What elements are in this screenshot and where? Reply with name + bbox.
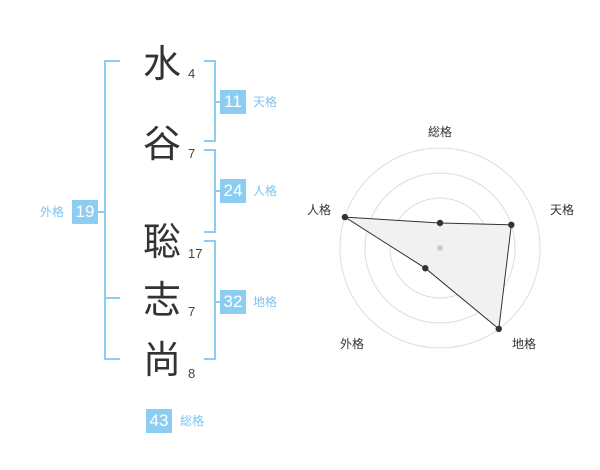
stroke-count-4: 7: [188, 304, 196, 319]
fortune-radar-chart: [339, 147, 541, 349]
jinkaku-connector: [214, 190, 220, 192]
stroke-count-3: 17: [188, 246, 203, 261]
stroke-count-1: 4: [188, 66, 196, 81]
radar-point: [495, 325, 502, 333]
chikaku-connector: [214, 301, 220, 303]
radar-label-tenkaku: 天格: [549, 203, 574, 217]
chikaku-badge: 32: [220, 290, 246, 314]
gaikaku-badge: 19: [72, 200, 98, 224]
tenkaku-badge: 11: [220, 90, 246, 114]
name-char-1: 水: [142, 42, 181, 86]
tenkaku-label: 天格: [253, 95, 278, 109]
stroke-count-2: 7: [188, 146, 196, 161]
radar-point: [341, 213, 349, 221]
radar-points: [341, 213, 515, 333]
name-char-3: 聡: [142, 220, 181, 264]
radar-grid-ring: [364, 172, 516, 324]
soukaku-badge: 43: [146, 409, 172, 433]
radar-point: [508, 221, 515, 229]
radar-label-gaikaku: 外格: [339, 337, 364, 351]
chikaku-label: 地格: [253, 295, 278, 309]
gaikaku-label: 外格: [40, 205, 65, 219]
radar-label-jinkaku: 人格: [306, 203, 331, 217]
stroke-count-5: 8: [188, 366, 196, 381]
radar-point: [436, 219, 444, 227]
radar-point: [422, 265, 429, 272]
name-char-4: 志: [142, 278, 181, 322]
chikaku-bracket: [204, 240, 216, 360]
jinkaku-badge: 24: [220, 179, 246, 203]
soukaku-label: 総格: [180, 414, 205, 428]
gaikaku-bracket: [104, 60, 120, 360]
radar-label-chikaku: 地格: [511, 337, 536, 351]
radar-area: [344, 216, 512, 330]
name-char-2: 谷: [142, 122, 181, 166]
jinkaku-label: 人格: [253, 184, 278, 198]
gaikaku-connector: [98, 211, 106, 213]
radar-label-soukaku: 総格: [427, 125, 452, 139]
radar-grid-ring: [339, 147, 541, 349]
gaikaku-bracket-divider: [106, 297, 120, 299]
name-char-5: 尚: [142, 338, 181, 382]
radar-center-dot: [437, 245, 443, 251]
tenkaku-connector: [214, 101, 220, 103]
